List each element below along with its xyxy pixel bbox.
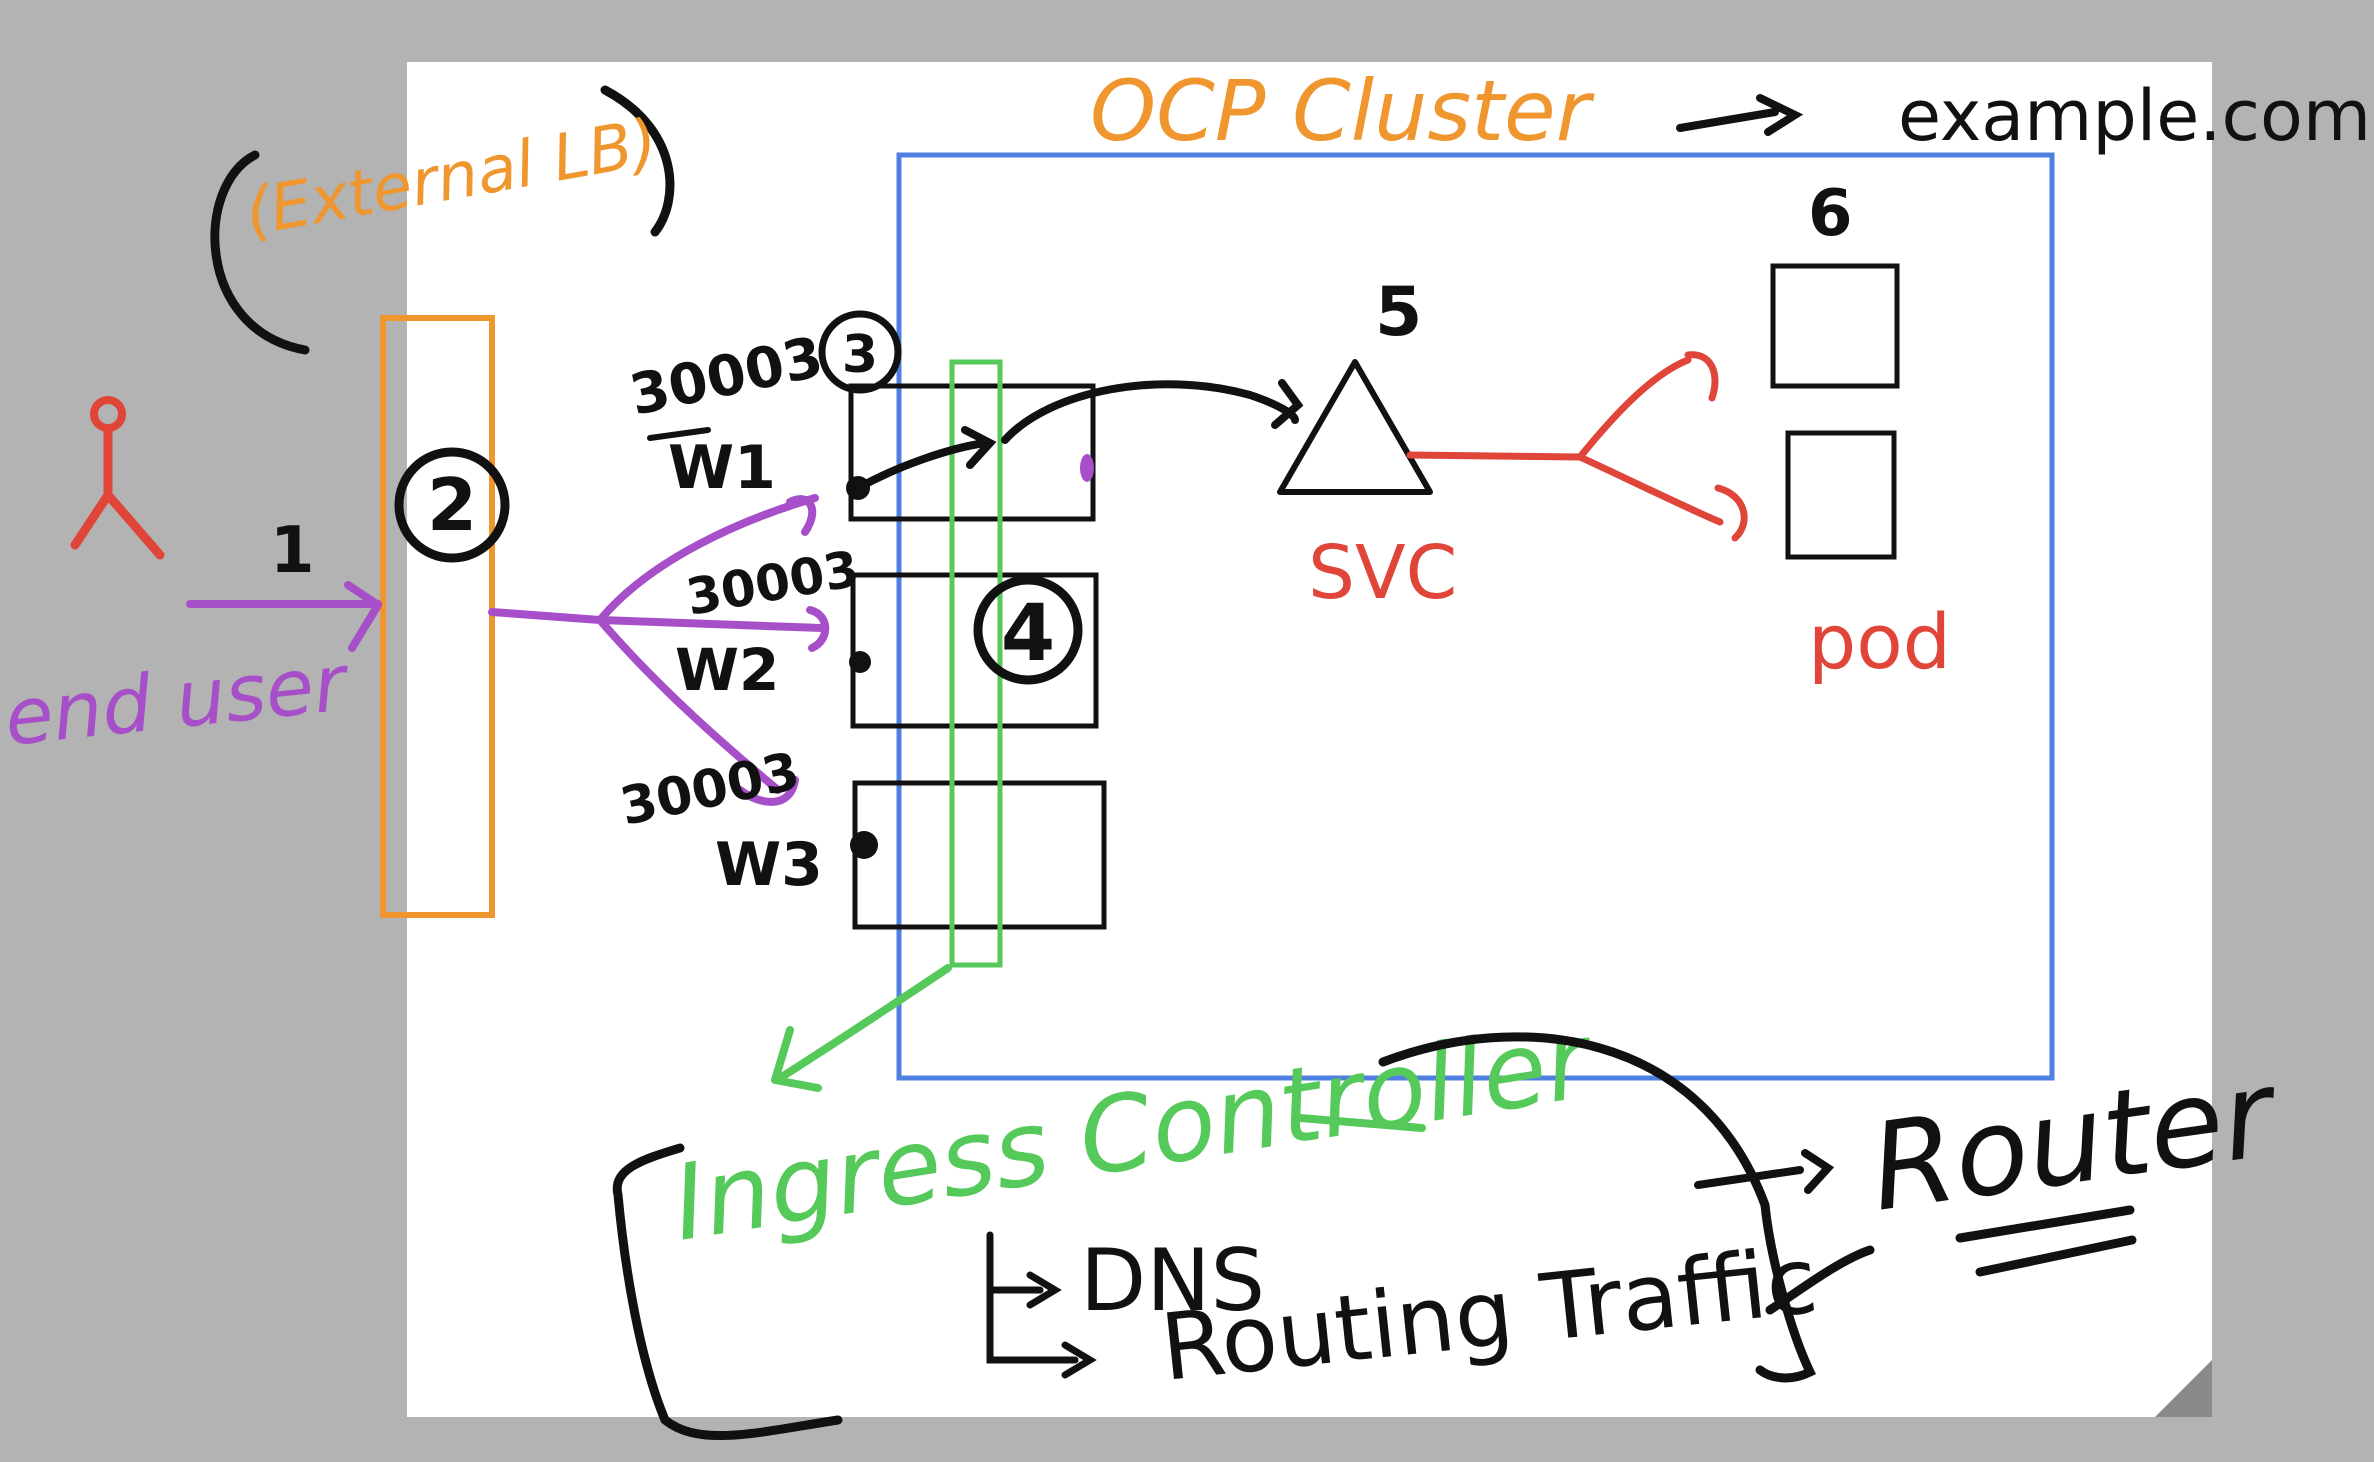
step-one-label: 1	[270, 514, 315, 588]
worker-node-w2	[850, 572, 1099, 729]
w1-purple-mark	[1080, 454, 1094, 482]
pods-label: pod	[1808, 597, 1951, 686]
w3-port-dot	[850, 831, 878, 859]
routing-connector	[986, 1286, 1097, 1379]
lb-number: 2	[427, 463, 477, 547]
end-user-label: end user	[1, 638, 355, 764]
external-lb-box	[380, 315, 495, 918]
step-three: 3	[842, 325, 878, 385]
lb-to-workers-fan	[488, 494, 826, 794]
router-underline	[1955, 1205, 2137, 1277]
ingress-left-bracket	[612, 1143, 843, 1441]
lb-left-bracket	[210, 150, 310, 355]
ingress-controller-strip	[949, 359, 1003, 968]
ocp-cluster-box	[896, 152, 2055, 1081]
user-head-icon	[90, 396, 126, 432]
lb-number-circle	[394, 447, 510, 563]
pod-arrowhead-upper	[1684, 351, 1719, 402]
worker-node-w1	[848, 383, 1096, 522]
fan-arrowhead-w2	[806, 606, 830, 652]
pod-box-1	[1770, 263, 1900, 389]
step-three-circle	[818, 310, 902, 394]
router-curve	[1378, 1032, 1816, 1383]
ingress-function-dns: DNS	[1080, 1231, 1265, 1331]
user-body-icon	[70, 425, 165, 560]
service-triangle-icon	[1277, 359, 1433, 495]
cluster-title: OCP Cluster	[1090, 62, 1595, 160]
to-router-arrow	[1694, 1149, 1835, 1194]
w2-port-dot	[849, 651, 871, 673]
w3-name: W3	[715, 830, 823, 900]
w1-to-svc-arrow	[1001, 379, 1304, 444]
pod-box-2	[1785, 430, 1897, 560]
whiteboard	[407, 62, 2212, 1417]
w1-underline	[647, 427, 711, 441]
cluster-domain: example.com	[1898, 75, 2371, 157]
w2-name: W2	[675, 636, 779, 704]
w1-internal-arrow	[854, 426, 997, 492]
step-four-circle	[973, 575, 1083, 685]
service-label: SVC	[1308, 530, 1457, 616]
ingress-underline	[1296, 1114, 1426, 1132]
router-brace-tip	[1765, 1245, 1875, 1315]
service-number: 5	[1375, 273, 1422, 352]
page-curl-corner	[2155, 1360, 2212, 1417]
step-four: 4	[1001, 589, 1055, 679]
title-arrow	[1676, 94, 1804, 136]
fan-arrowhead-w1	[786, 495, 817, 536]
pod-arrowhead-lower	[1714, 484, 1748, 542]
svc-to-pods-arrow	[1406, 356, 1724, 526]
ingress-pointer-arrow	[771, 964, 952, 1092]
lb-right-bracket	[600, 85, 675, 237]
user-to-lb-arrow	[186, 581, 382, 652]
pods-number: 6	[1808, 177, 1853, 251]
fan-arrowhead-w3	[736, 776, 799, 806]
w1-name: W1	[668, 433, 776, 503]
